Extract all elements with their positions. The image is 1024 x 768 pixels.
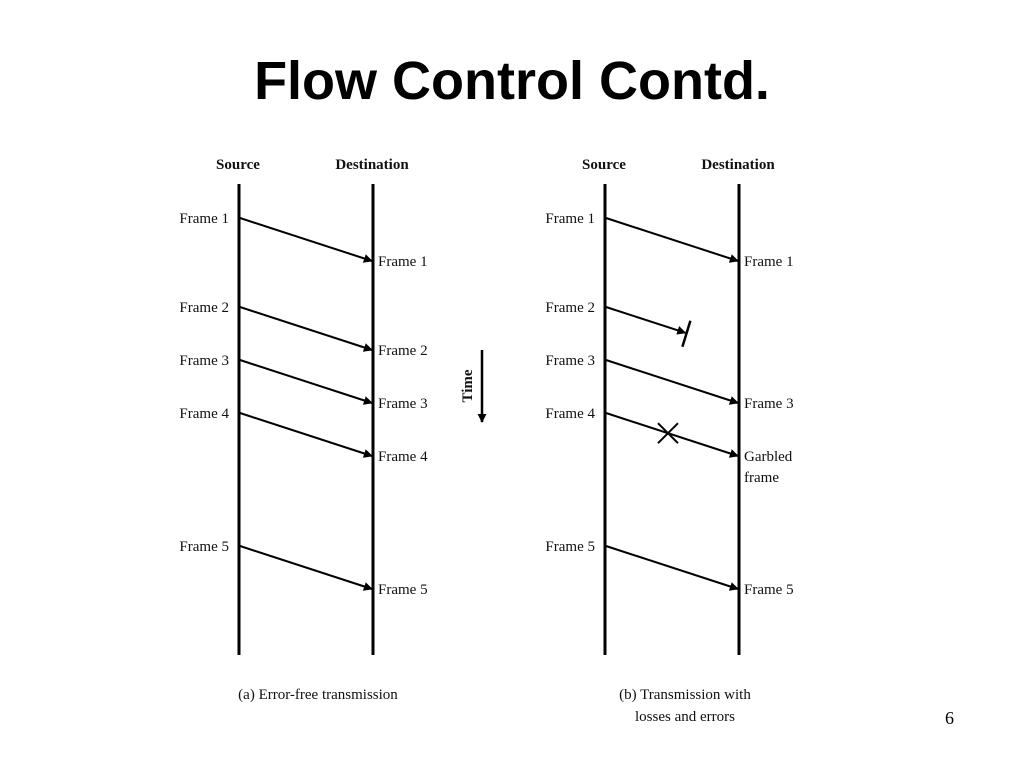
caption-line: (b) Transmission with — [619, 687, 751, 703]
caption-line: losses and errors — [635, 709, 735, 725]
frame-arrow — [605, 306, 687, 335]
destination-header: Destination — [335, 157, 409, 173]
received-frame-label: Frame 1 — [744, 254, 794, 270]
caption-line: (a) Error-free transmission — [238, 687, 398, 703]
sent-frame-label: Frame 3 — [179, 353, 229, 369]
frame-4-exchange: Frame 4 Garbled frame — [545, 406, 792, 486]
sent-frame-label: Frame 2 — [179, 300, 229, 316]
frame-arrow — [239, 359, 373, 405]
time-label: Time — [460, 369, 476, 402]
panel-caption: (b) Transmission with losses and errors — [619, 687, 751, 725]
sent-frame-label: Frame 2 — [545, 300, 595, 316]
received-frame-label: Frame 2 — [378, 343, 428, 359]
slide-title: Flow Control Contd. — [254, 51, 770, 111]
sent-frame-label: Frame 5 — [179, 539, 229, 555]
sent-frame-label: Frame 1 — [179, 211, 229, 227]
time-indicator: Time — [460, 350, 487, 423]
sent-frame-label: Frame 5 — [545, 539, 595, 555]
sent-frame-label: Frame 4 — [179, 406, 229, 422]
frame-5-exchange: Frame 5 Frame 5 — [179, 539, 427, 598]
frame-arrow — [239, 217, 373, 263]
frame-2-exchange: Frame 2 Frame 2 — [179, 300, 427, 359]
sent-frame-label: Frame 1 — [545, 211, 595, 227]
frame-2-exchange: Frame 2 — [545, 300, 692, 348]
page-number: 6 — [945, 708, 954, 728]
frame-arrow — [239, 545, 373, 591]
frame-arrow — [239, 412, 373, 458]
received-frame-label: Frame 5 — [744, 582, 794, 598]
frame-4-exchange: Frame 4 Frame 4 — [179, 406, 428, 465]
received-frame-label: Frame 1 — [378, 254, 428, 270]
panel-caption: (a) Error-free transmission — [238, 687, 398, 703]
frame-1-exchange: Frame 1 Frame 1 — [545, 211, 793, 270]
frame-arrow — [239, 306, 373, 352]
sent-frame-label: Frame 3 — [545, 353, 595, 369]
received-frame-label: Frame 5 — [378, 582, 428, 598]
source-header: Source — [582, 157, 626, 173]
received-frame-label: Frame 3 — [378, 396, 428, 412]
received-frame-label: Garbled — [744, 449, 793, 465]
frame-3-exchange: Frame 3 Frame 3 — [545, 353, 793, 412]
source-header: Source — [216, 157, 260, 173]
frame-arrow — [605, 412, 739, 458]
frame-3-exchange: Frame 3 Frame 3 — [179, 353, 427, 412]
frame-arrow — [605, 545, 739, 591]
received-frame-label: frame — [744, 470, 779, 486]
received-frame-label: Frame 3 — [744, 396, 794, 412]
panel-losses-errors: Source Destination Frame 1 Frame 1 Frame 2… — [545, 157, 793, 725]
frame-1-exchange: Frame 1 Frame 1 — [179, 211, 427, 270]
sent-frame-label: Frame 4 — [545, 406, 595, 422]
lost-frame-mark — [681, 320, 692, 348]
destination-header: Destination — [701, 157, 775, 173]
received-frame-label: Frame 4 — [378, 449, 428, 465]
frame-5-exchange: Frame 5 Frame 5 — [545, 539, 793, 598]
panel-error-free: Source Destination Frame 1 Frame 1 Frame 2… — [179, 157, 428, 703]
error-cross-mark — [657, 422, 679, 444]
frame-arrow — [605, 217, 739, 263]
frame-arrow — [605, 359, 739, 405]
